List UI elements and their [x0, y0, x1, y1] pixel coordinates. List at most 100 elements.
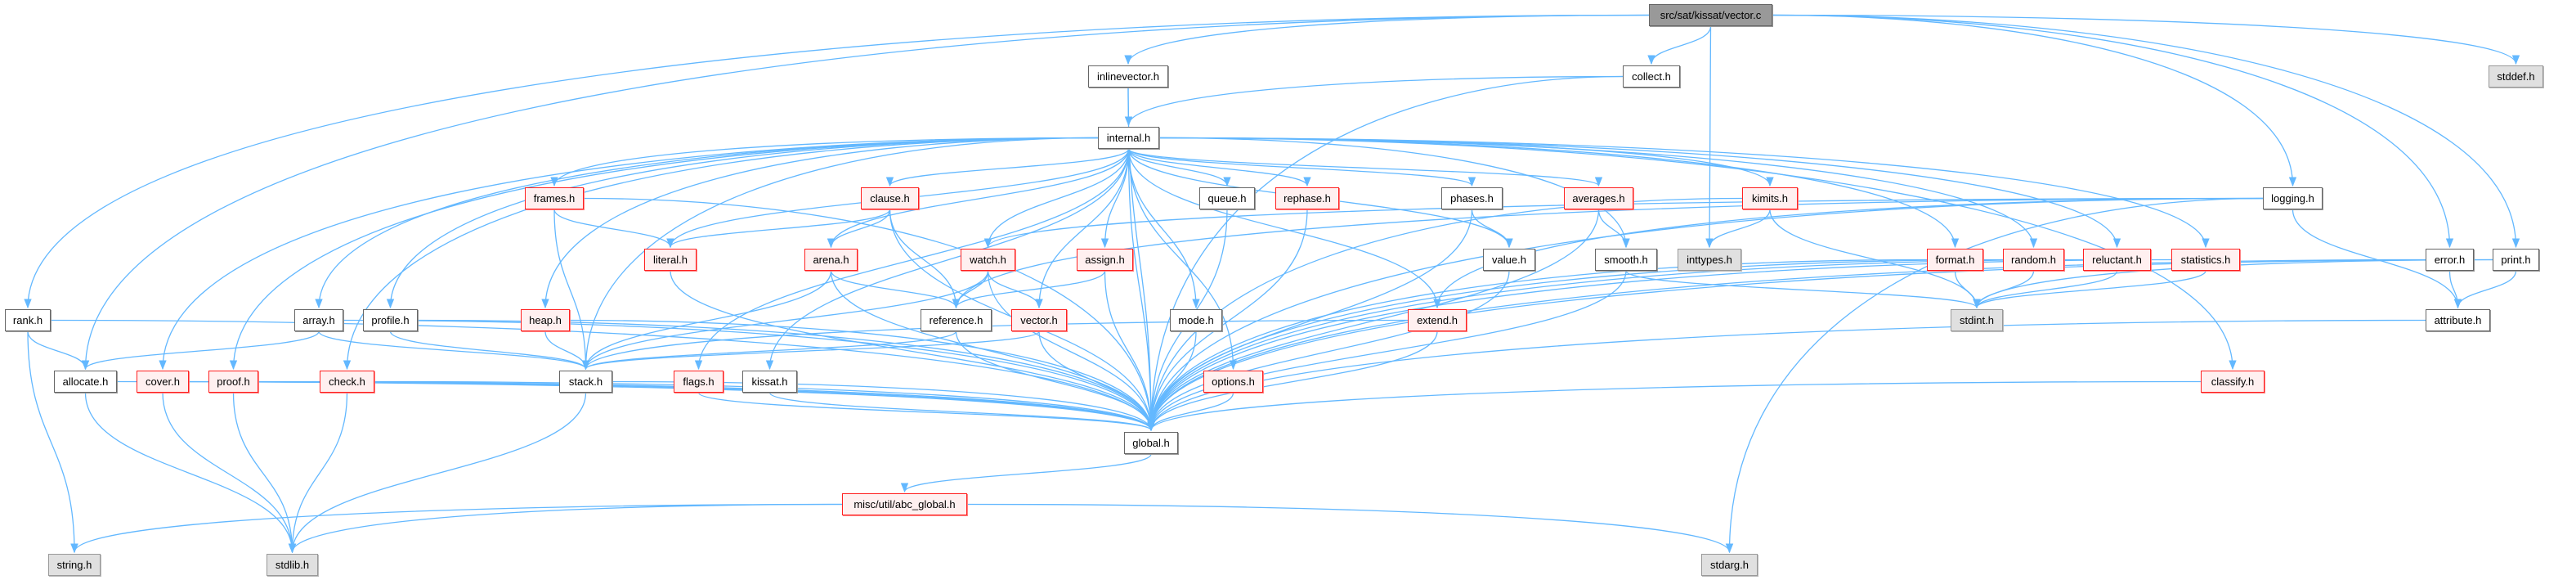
node-flags[interactable]: flags.h: [674, 371, 724, 393]
edge-clause-to-arena: [827, 209, 891, 249]
edge-internal-to-watch: [983, 148, 1130, 249]
edge-logging-to-stdarg: [1725, 197, 2264, 554]
edge-cover-to-stdlib: [162, 392, 297, 554]
edge-mode-to-global: [1147, 330, 1197, 432]
node-abc-global[interactable]: misc/util/abc_global.h: [842, 493, 967, 515]
node-check[interactable]: check.h: [320, 371, 374, 393]
node-error[interactable]: error.h: [2426, 249, 2474, 271]
edge-internal-to-averages: [1127, 148, 1602, 187]
edge-internal-to-arena: [827, 148, 1130, 249]
node-cover[interactable]: cover.h: [137, 371, 189, 393]
edge-proof-to-global: [258, 380, 1155, 432]
edge-array-to-allocate: [81, 330, 320, 371]
node-queue[interactable]: queue.h: [1199, 187, 1255, 209]
node-rephase[interactable]: rephase.h: [1275, 187, 1339, 209]
node-kimits[interactable]: kimits.h: [1742, 187, 1798, 209]
node-literal[interactable]: literal.h: [644, 249, 697, 271]
node-global[interactable]: global.h: [1124, 432, 1178, 454]
edge-internal-to-heap: [541, 137, 1099, 309]
edge-profile-to-global: [417, 319, 1155, 432]
edge-reference-to-global: [955, 330, 1155, 432]
node-inlinevector[interactable]: inlinevector.h: [1088, 65, 1168, 88]
node-print[interactable]: print.h: [2493, 249, 2539, 271]
edge-watch-to-stack: [581, 270, 989, 371]
node-statistics[interactable]: statistics.h: [2171, 249, 2240, 271]
node-clause[interactable]: clause.h: [861, 187, 919, 209]
edge-vector-c-to-inttypes: [1705, 25, 1714, 249]
edge-format-to-stdint: [1954, 270, 1981, 309]
node-arena[interactable]: arena.h: [804, 249, 858, 271]
edge-value-to-global: [1147, 270, 1510, 432]
node-inttypes[interactable]: inttypes.h: [1678, 249, 1741, 271]
edge-clause-to-reference: [889, 209, 961, 309]
edge-logging-to-attribute: [2292, 209, 2462, 309]
node-logging[interactable]: logging.h: [2263, 187, 2323, 209]
node-attribute[interactable]: attribute.h: [2426, 309, 2490, 331]
edge-heap-to-stack: [544, 330, 590, 371]
node-stdlib[interactable]: stdlib.h: [267, 554, 318, 576]
edge-internal-to-proof: [229, 137, 1099, 371]
edge-rank-to-allocate: [27, 330, 90, 371]
edge-print-to-global: [1147, 259, 2493, 432]
edge-abc-global-to-stdarg: [966, 503, 1734, 554]
node-array[interactable]: array.h: [294, 309, 343, 331]
node-random[interactable]: random.h: [2003, 249, 2064, 271]
node-stdarg[interactable]: stdarg.h: [1701, 554, 1758, 576]
edge-logging-to-global: [1147, 197, 2264, 432]
node-smooth[interactable]: smooth.h: [1595, 249, 1657, 271]
edge-inlinevector-to-global: [1127, 87, 1155, 432]
node-vector-c[interactable]: src/sat/kissat/vector.c: [1649, 4, 1772, 26]
node-reference[interactable]: reference.h: [921, 309, 992, 331]
node-collect[interactable]: collect.h: [1623, 65, 1680, 88]
edge-error-to-global: [1147, 259, 2426, 432]
edge-extend-to-global: [1147, 330, 1438, 432]
node-watch[interactable]: watch.h: [961, 249, 1015, 271]
node-mode[interactable]: mode.h: [1170, 309, 1222, 331]
node-heap[interactable]: heap.h: [521, 309, 570, 331]
node-classify[interactable]: classify.h: [2201, 371, 2265, 393]
edge-logging-to-reference: [952, 197, 2264, 309]
node-kissat[interactable]: kissat.h: [742, 371, 797, 393]
node-averages[interactable]: averages.h: [1564, 187, 1633, 209]
node-stdint[interactable]: stdint.h: [1951, 309, 2003, 331]
edge-internal-to-queue: [1127, 148, 1231, 187]
edge-phases-to-value: [1471, 209, 1513, 249]
edge-literal-to-global: [670, 270, 1155, 432]
edge-internal-to-phases: [1127, 148, 1476, 187]
node-phases[interactable]: phases.h: [1441, 187, 1503, 209]
node-value[interactable]: value.h: [1483, 249, 1535, 271]
edge-proof-to-stdlib: [232, 392, 297, 554]
edge-random-to-global: [1147, 259, 2004, 432]
node-stack[interactable]: stack.h: [559, 371, 612, 393]
node-options[interactable]: options.h: [1203, 371, 1263, 393]
edge-internal-to-vector-h: [1035, 148, 1130, 309]
node-extend[interactable]: extend.h: [1408, 309, 1467, 331]
node-allocate[interactable]: allocate.h: [54, 371, 117, 393]
edge-smooth-to-stdint: [1625, 270, 1981, 309]
node-proof[interactable]: proof.h: [208, 371, 258, 393]
node-vector-h[interactable]: vector.h: [1011, 309, 1067, 331]
node-profile[interactable]: profile.h: [363, 309, 418, 331]
edge-vector-c-to-rank: [24, 14, 1650, 309]
edge-frames-to-literal: [553, 209, 674, 249]
edge-kissat-to-global: [768, 392, 1155, 432]
edge-watch-to-global: [987, 270, 1155, 432]
node-rank[interactable]: rank.h: [5, 309, 51, 331]
node-frames[interactable]: frames.h: [525, 187, 584, 209]
edge-internal-to-mode: [1127, 148, 1200, 309]
edge-check-to-stdlib: [288, 392, 348, 554]
edge-statistics-to-stdint: [1973, 270, 2206, 309]
node-stddef[interactable]: stddef.h: [2489, 65, 2543, 88]
node-format[interactable]: format.h: [1927, 249, 1983, 271]
node-assign[interactable]: assign.h: [1077, 249, 1133, 271]
edge-internal-to-smooth: [1158, 137, 1630, 249]
edge-rank-to-string: [27, 330, 78, 554]
node-internal[interactable]: internal.h: [1098, 127, 1159, 149]
edge-flags-to-global: [697, 392, 1155, 432]
edge-reluctant-to-global: [1147, 259, 2084, 432]
node-reluctant[interactable]: reluctant.h: [2083, 249, 2151, 271]
node-string[interactable]: string.h: [48, 554, 101, 576]
edge-allocate-to-global: [116, 380, 1155, 432]
edge-internal-to-extend: [1127, 148, 1441, 309]
